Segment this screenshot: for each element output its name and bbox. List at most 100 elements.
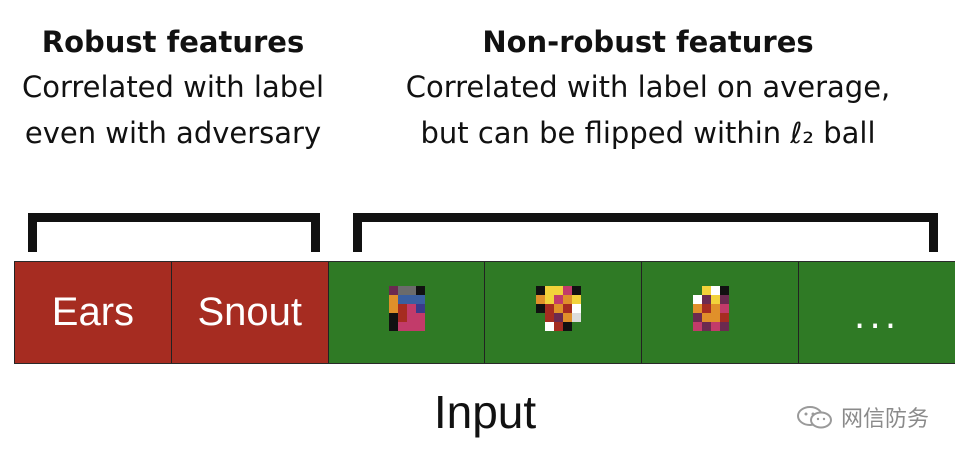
pixel [554, 303, 564, 313]
feature-label-snout: Snout [197, 290, 302, 334]
pixel [572, 330, 582, 340]
pixel [424, 312, 434, 322]
nonrobust-features-desc-line1: Correlated with label on average, [405, 69, 891, 104]
pixel [536, 303, 546, 313]
pixel [729, 330, 739, 340]
pixel [379, 285, 389, 295]
robust-features-desc-line1: Correlated with label [21, 69, 325, 104]
pixel [581, 312, 591, 322]
pixel [424, 303, 434, 313]
pixel [563, 294, 573, 304]
pixel [424, 321, 434, 331]
pixel [415, 312, 425, 322]
pixel [554, 294, 564, 304]
feature-cell-ellipsis: ... [798, 262, 955, 363]
pixel [388, 330, 398, 340]
pixel [388, 303, 398, 313]
pixel-pattern-icon [693, 285, 748, 340]
input-label: Input [433, 386, 537, 438]
pixel [554, 285, 564, 295]
pixel [545, 330, 555, 340]
pixel [581, 285, 591, 295]
pixel [711, 294, 721, 304]
pixel [693, 312, 703, 322]
pixel [397, 285, 407, 295]
pixel [424, 285, 434, 295]
pixel [397, 330, 407, 340]
feature-cell-nonrobust-3 [641, 262, 799, 363]
pixel [729, 321, 739, 331]
pixel [536, 285, 546, 295]
pixel [406, 330, 416, 340]
pixel [545, 321, 555, 331]
pixel [729, 312, 739, 322]
pixel [693, 330, 703, 340]
pixel [554, 321, 564, 331]
pixel [738, 330, 748, 340]
feature-cell-nonrobust-1 [327, 262, 485, 363]
pixel-pattern-icon [379, 285, 434, 340]
robust-bracket [28, 213, 320, 252]
pixel [729, 294, 739, 304]
pixel [397, 312, 407, 322]
robust-features-header: Robust features Correlated with label ev… [0, 25, 346, 156]
pixel [406, 294, 416, 304]
pixel [581, 330, 591, 340]
pixel [738, 294, 748, 304]
pixel [729, 285, 739, 295]
nonrobust-features-desc-line2: but can be flipped within ℓ₂ ball [420, 115, 876, 150]
pixel [406, 303, 416, 313]
feature-cell-snout: Snout [170, 262, 328, 363]
pixel [581, 294, 591, 304]
pixel [554, 312, 564, 322]
pixel [738, 285, 748, 295]
pixel [572, 285, 582, 295]
feature-label-ears: Ears [51, 290, 135, 334]
pixel [536, 312, 546, 322]
pixel [563, 321, 573, 331]
pixel [388, 321, 398, 331]
pixel [720, 294, 730, 304]
pixel [702, 285, 712, 295]
pixel [406, 321, 416, 331]
pixel [397, 321, 407, 331]
pixel [424, 330, 434, 340]
pixel [738, 303, 748, 313]
pixel [379, 330, 389, 340]
pixel [415, 330, 425, 340]
pixel [406, 312, 416, 322]
pixel [711, 321, 721, 331]
pixel [572, 303, 582, 313]
pixel [563, 330, 573, 340]
pixel [729, 303, 739, 313]
watermark: 网信防务 [795, 401, 929, 433]
pixel [720, 303, 730, 313]
pixel [711, 285, 721, 295]
pixel [693, 303, 703, 313]
pixel [415, 303, 425, 313]
pixel [397, 294, 407, 304]
pixel [554, 330, 564, 340]
pixel [424, 294, 434, 304]
pixel [702, 330, 712, 340]
nonrobust-bracket [353, 213, 938, 252]
pixel [711, 312, 721, 322]
pixel [720, 321, 730, 331]
pixel [397, 303, 407, 313]
pixel [415, 285, 425, 295]
pixel [693, 294, 703, 304]
pixel [563, 312, 573, 322]
pixel [415, 321, 425, 331]
nonrobust-features-title: Non-robust features [482, 25, 814, 59]
pixel [545, 312, 555, 322]
pixel [693, 285, 703, 295]
wechat-icon [797, 406, 832, 429]
pixel [388, 294, 398, 304]
pixel [711, 330, 721, 340]
pixel [581, 303, 591, 313]
watermark-text: 网信防务 [841, 407, 930, 432]
pixel [738, 312, 748, 322]
pixel [572, 321, 582, 331]
pixel [693, 321, 703, 331]
pixel [581, 321, 591, 331]
